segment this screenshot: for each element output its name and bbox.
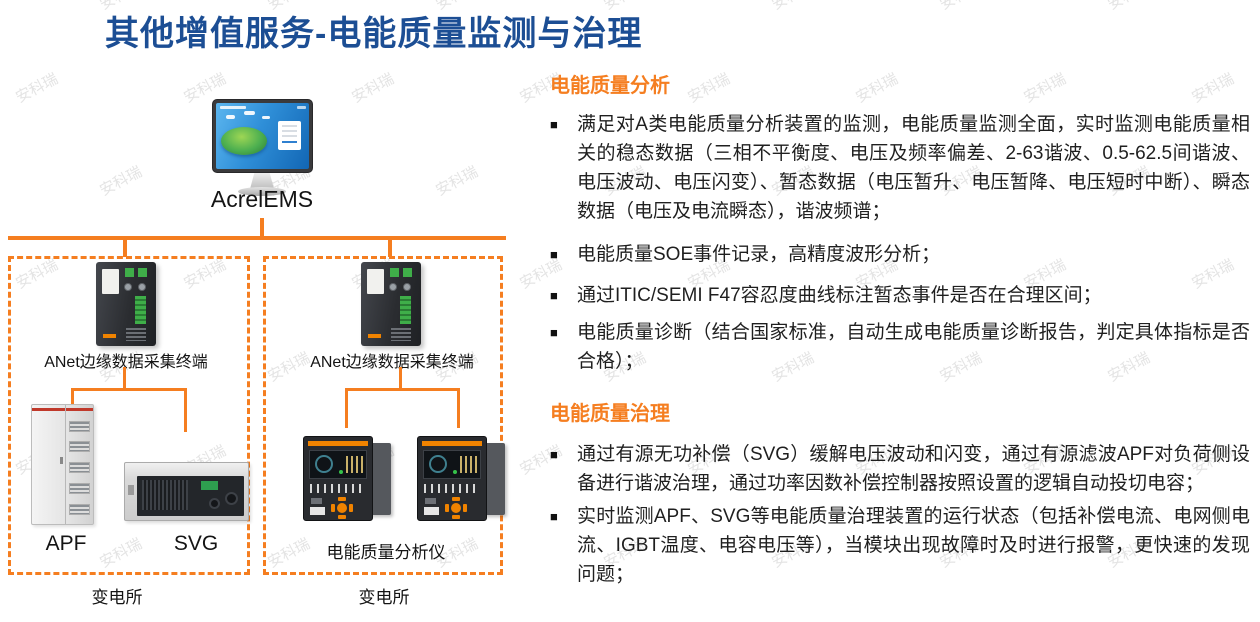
- bracket-stem-left: [123, 367, 126, 390]
- bullet-square-icon: ■: [550, 247, 558, 262]
- monitor-stand-base: [238, 187, 286, 196]
- content-column: 电能质量分析 ■ 满足对A类电能质量分析装置的监测，电能质量监测全面，实时监测电…: [550, 74, 1250, 589]
- connector-drop-left: [123, 238, 127, 257]
- treatment-bullet-2: ■ 实时监测APF、SVG等电能质量治理装置的运行状态（包括补偿电流、电网侧电流…: [550, 502, 1250, 589]
- analysis-heading: 电能质量分析: [550, 75, 670, 97]
- apf-cabinet-image: [31, 404, 94, 525]
- bracket-leg-svg: [184, 388, 187, 432]
- analysis-bullet-4: ■ 电能质量诊断（结合国家标准，自动生成电能质量诊断报告，判定具体指标是否合格）…: [550, 318, 1250, 376]
- bracket-leg-pqa2: [457, 388, 460, 428]
- connector-drop-right: [388, 238, 392, 257]
- substation-label-right: 变电所: [358, 588, 410, 607]
- anet-terminal-image-left: [96, 262, 156, 346]
- acrelems-label: AcrelEMS: [210, 186, 314, 212]
- pq-analyzer-label: 电能质量分析仪: [326, 543, 446, 562]
- bullet-square-icon: ■: [550, 325, 558, 340]
- connector-bus: [8, 236, 506, 240]
- svg-device-image: [124, 462, 249, 521]
- bullet-text: 电能质量SOE事件记录，高精度波形分析；: [577, 244, 941, 265]
- svg-label: SVG: [173, 532, 219, 555]
- bracket-bar-right: [345, 388, 460, 391]
- analysis-bullet-2: ■ 电能质量SOE事件记录，高精度波形分析；: [550, 240, 1250, 269]
- bullet-text: 通过ITIC/SEMI F47容忍度曲线标注暂态事件是否在合理区间；: [577, 285, 1102, 306]
- monitor-screen: [216, 103, 309, 169]
- bullet-text: 通过有源无功补偿（SVG）缓解电压波动和闪变，通过有源滤波APF对负荷侧设备进行…: [577, 444, 1250, 494]
- monitor-stand: [250, 173, 274, 189]
- bullet-text: 电能质量诊断（结合国家标准，自动生成电能质量诊断报告，判定具体指标是否合格）；: [577, 322, 1250, 372]
- analysis-bullet-1: ■ 满足对A类电能质量分析装置的监测，电能质量监测全面，实时监测电能质量相关的稳…: [550, 110, 1250, 226]
- connector-stem: [260, 218, 264, 238]
- page-title: 其他增值服务-电能质量监测与治理: [105, 15, 643, 53]
- analysis-bullet-3: ■ 通过ITIC/SEMI F47容忍度曲线标注暂态事件是否在合理区间；: [550, 281, 1250, 310]
- anet-terminal-label-left: ANet边缘数据采集终端: [44, 354, 208, 371]
- apf-label: APF: [45, 532, 87, 555]
- bracket-stem-right: [399, 367, 402, 390]
- pq-analyzer-image-2: [417, 436, 505, 521]
- bracket-bar-left: [71, 388, 187, 391]
- treatment-heading: 电能质量治理: [550, 403, 670, 425]
- substation-box-left: [8, 256, 250, 575]
- bracket-leg-pqa1: [345, 388, 348, 428]
- substation-label-left: 变电所: [91, 588, 143, 607]
- login-dialog: [278, 121, 301, 150]
- eco-island-illustration: [221, 127, 267, 155]
- bullet-square-icon: ■: [550, 447, 558, 462]
- bracket-leg-apf: [71, 388, 74, 407]
- anet-terminal-image-right: [361, 262, 421, 346]
- anet-terminal-label-right: ANet边缘数据采集终端: [310, 354, 474, 371]
- acrelems-monitor-image: [212, 99, 313, 173]
- substation-box-right: [263, 256, 503, 575]
- bullet-square-icon: ■: [550, 288, 558, 303]
- pq-analyzer-image-1: [303, 436, 391, 521]
- bullet-square-icon: ■: [550, 509, 558, 524]
- bullet-text: 实时监测APF、SVG等电能质量治理装置的运行状态（包括补偿电流、电网侧电流、I…: [577, 506, 1250, 585]
- bullet-square-icon: ■: [550, 117, 558, 132]
- bullet-text: 满足对A类电能质量分析装置的监测，电能质量监测全面，实时监测电能质量相关的稳态数…: [577, 114, 1250, 222]
- treatment-bullet-1: ■ 通过有源无功补偿（SVG）缓解电压波动和闪变，通过有源滤波APF对负荷侧设备…: [550, 440, 1250, 498]
